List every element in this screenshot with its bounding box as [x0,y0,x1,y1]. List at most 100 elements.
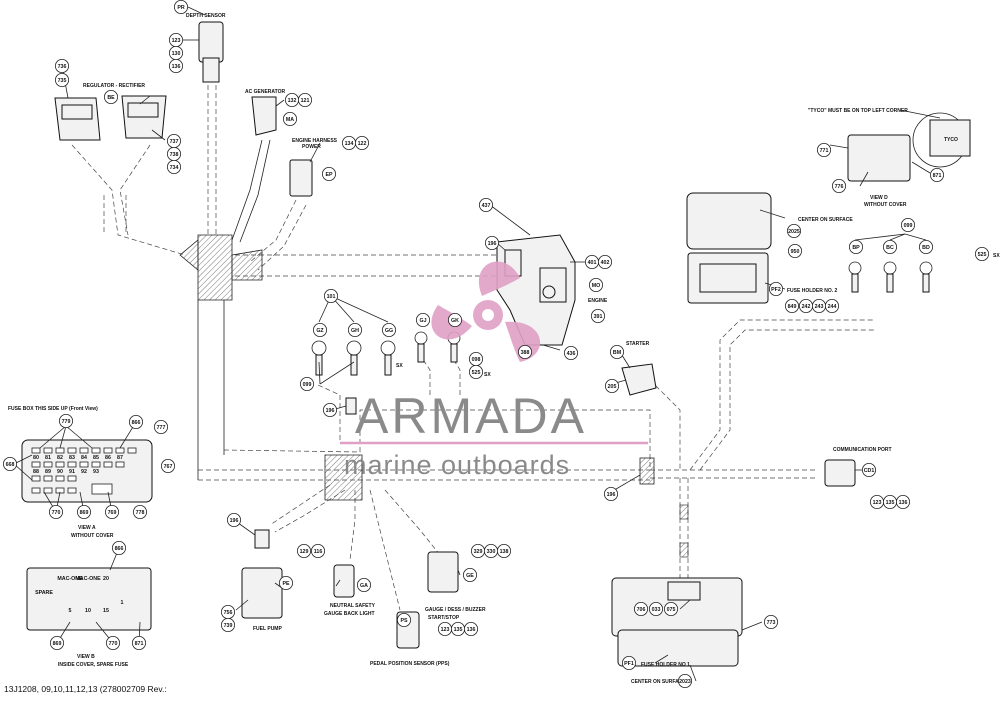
callout-balloon [49,504,64,519]
callout-number: BM [613,350,622,356]
fuse-text: 1 [121,600,124,606]
watermark-tagline: marine outboards [344,450,570,480]
callout-balloon [901,217,916,232]
callout-balloon [610,344,625,359]
callout-number: 869 [53,641,62,647]
callout-number: GG [385,328,393,334]
callout-number: 767 [164,464,173,470]
components [21,21,971,667]
callout-number: 196 [326,408,335,414]
callout-number: 134 [345,141,354,147]
callout-number: BP [852,245,860,251]
callout-number: 950 [791,249,800,255]
callout-balloon [764,615,779,630]
fuse-text: 10 [85,608,91,614]
callout-balloon [649,602,664,617]
label-depth-sensor: DEPTH SENSOR [186,13,226,19]
callout-balloon [496,544,511,559]
callout-number: 739 [224,623,233,629]
callout-number: 738 [170,152,179,158]
fuse-text: 92 [81,469,87,475]
callout-number: GZ [316,328,324,334]
callout-balloon [153,419,168,434]
callout-number: 871 [933,173,942,179]
callout-number: 099 [303,382,312,388]
callout-number: 121 [301,98,310,104]
fuse-text: 90 [57,469,63,475]
callout-balloon [591,308,606,323]
callout-number: 2025 [788,229,800,235]
callout-balloon [166,159,181,174]
label-pps: PEDAL POSITION SENSOR (PPS) [370,661,450,667]
fuse-text: 82 [57,455,63,461]
label-gauge-2: START/STOP [428,615,460,621]
callout-balloon [817,142,832,157]
callout-balloon [598,254,613,269]
label-sx-2: SX [484,372,491,378]
callout-balloon [55,73,70,88]
fuse-text: 80 [33,455,39,461]
callout-number: 138 [500,549,509,555]
fuse-text: 86 [105,455,111,461]
callout-number: PS [400,618,408,624]
callout-number: 099 [904,223,913,229]
callout-number: 735 [58,78,67,84]
callout-balloon [323,288,338,303]
callout-number: 849 [788,304,797,310]
callout-balloon [930,167,945,182]
watermark-brand: ARMADA [355,388,587,444]
callout-number: PE [282,581,290,587]
callout-number: 033 [652,607,661,613]
label-sx-1: SX [396,363,403,369]
callout-number: MA [286,117,294,123]
callout-number: 773 [767,620,776,626]
callout-balloon [220,618,235,633]
fuse-text: 84 [81,455,87,461]
callout-balloon [77,504,92,519]
label-tyco: TYCO [944,137,958,143]
callout-balloon [564,345,579,360]
callout-number: 116 [314,549,323,555]
callout-balloon [299,376,314,391]
callout-number: 706 [637,607,646,613]
fuse-text: 85 [93,455,99,461]
callout-number: 101 [327,294,336,300]
callout-number: 243 [815,304,824,310]
label-fuse-holder-1: FUSE HOLDER NO 1 [641,662,690,668]
callout-number: 737 [170,139,179,145]
callout-balloon [883,239,898,254]
callout-number: 123 [441,627,450,633]
callout-balloon [622,656,637,671]
callout-balloon [104,90,119,105]
label-neutral-1: NEUTRAL SAFETY [330,603,376,609]
label-tyco-note: "TYCO" MUST BE ON TOP LEFT CORNER [808,108,908,114]
label-view-d-sub: WITHOUT COVER [864,202,907,208]
fuse-text: 87 [117,455,123,461]
callout-balloon [664,602,679,617]
callout-balloon [354,135,369,150]
callout-balloon [589,277,604,292]
callout-balloon [128,414,143,429]
fuse-text: 89 [45,469,51,475]
callout-balloon [832,178,847,193]
label-engine: ENGINE [588,298,608,304]
callout-balloon [55,59,70,74]
callout-balloon [788,243,803,258]
callout-number: MO [592,283,601,289]
fuse-text: 20 [103,576,109,582]
callout-number: 123 [172,38,181,44]
fuse-text: MAC-ONE [75,576,101,582]
callout-number: PF2 [771,287,781,293]
callout-number: GH [351,328,359,334]
callout-balloon [849,239,864,254]
callout-number: 770 [52,510,61,516]
label-fuse-box-note: FUSE BOX THIS SIDE UP (Front View) [8,406,98,412]
callout-balloon [462,568,477,583]
label-view-b-sub: INSIDE COVER, SPARE FUSE [58,662,129,668]
callout-number: 205 [608,384,617,390]
label-engine-harness-1: ENGINE HARNESS [292,138,338,144]
callout-number: GA [360,583,368,589]
callout-number: 777 [157,425,166,431]
